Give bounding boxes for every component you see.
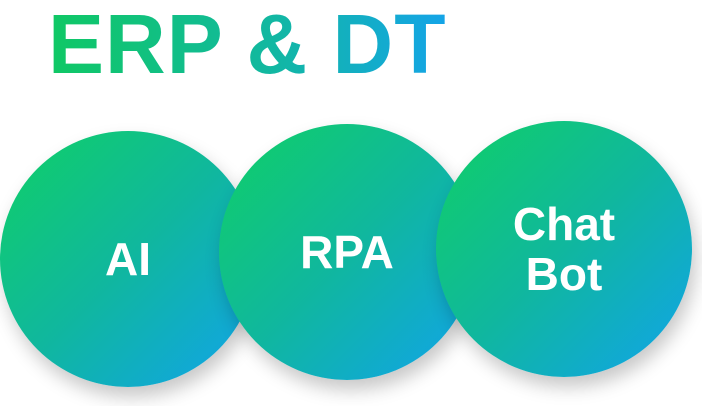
chatbot-circle: Chat Bot (436, 121, 692, 377)
rpa-label: RPA (300, 227, 394, 277)
ai-circle: AI (0, 131, 256, 387)
rpa-label-line: RPA (300, 226, 394, 278)
ai-label-line: AI (105, 233, 151, 285)
chatbot-label-line-2: Bot (525, 248, 603, 300)
page-title: ERP & DT (48, 0, 447, 94)
chatbot-label: Chat Bot (513, 199, 615, 299)
ai-label: AI (105, 234, 151, 284)
chatbot-label-line-1: Chat (512, 198, 616, 250)
rpa-circle: RPA (219, 124, 475, 380)
